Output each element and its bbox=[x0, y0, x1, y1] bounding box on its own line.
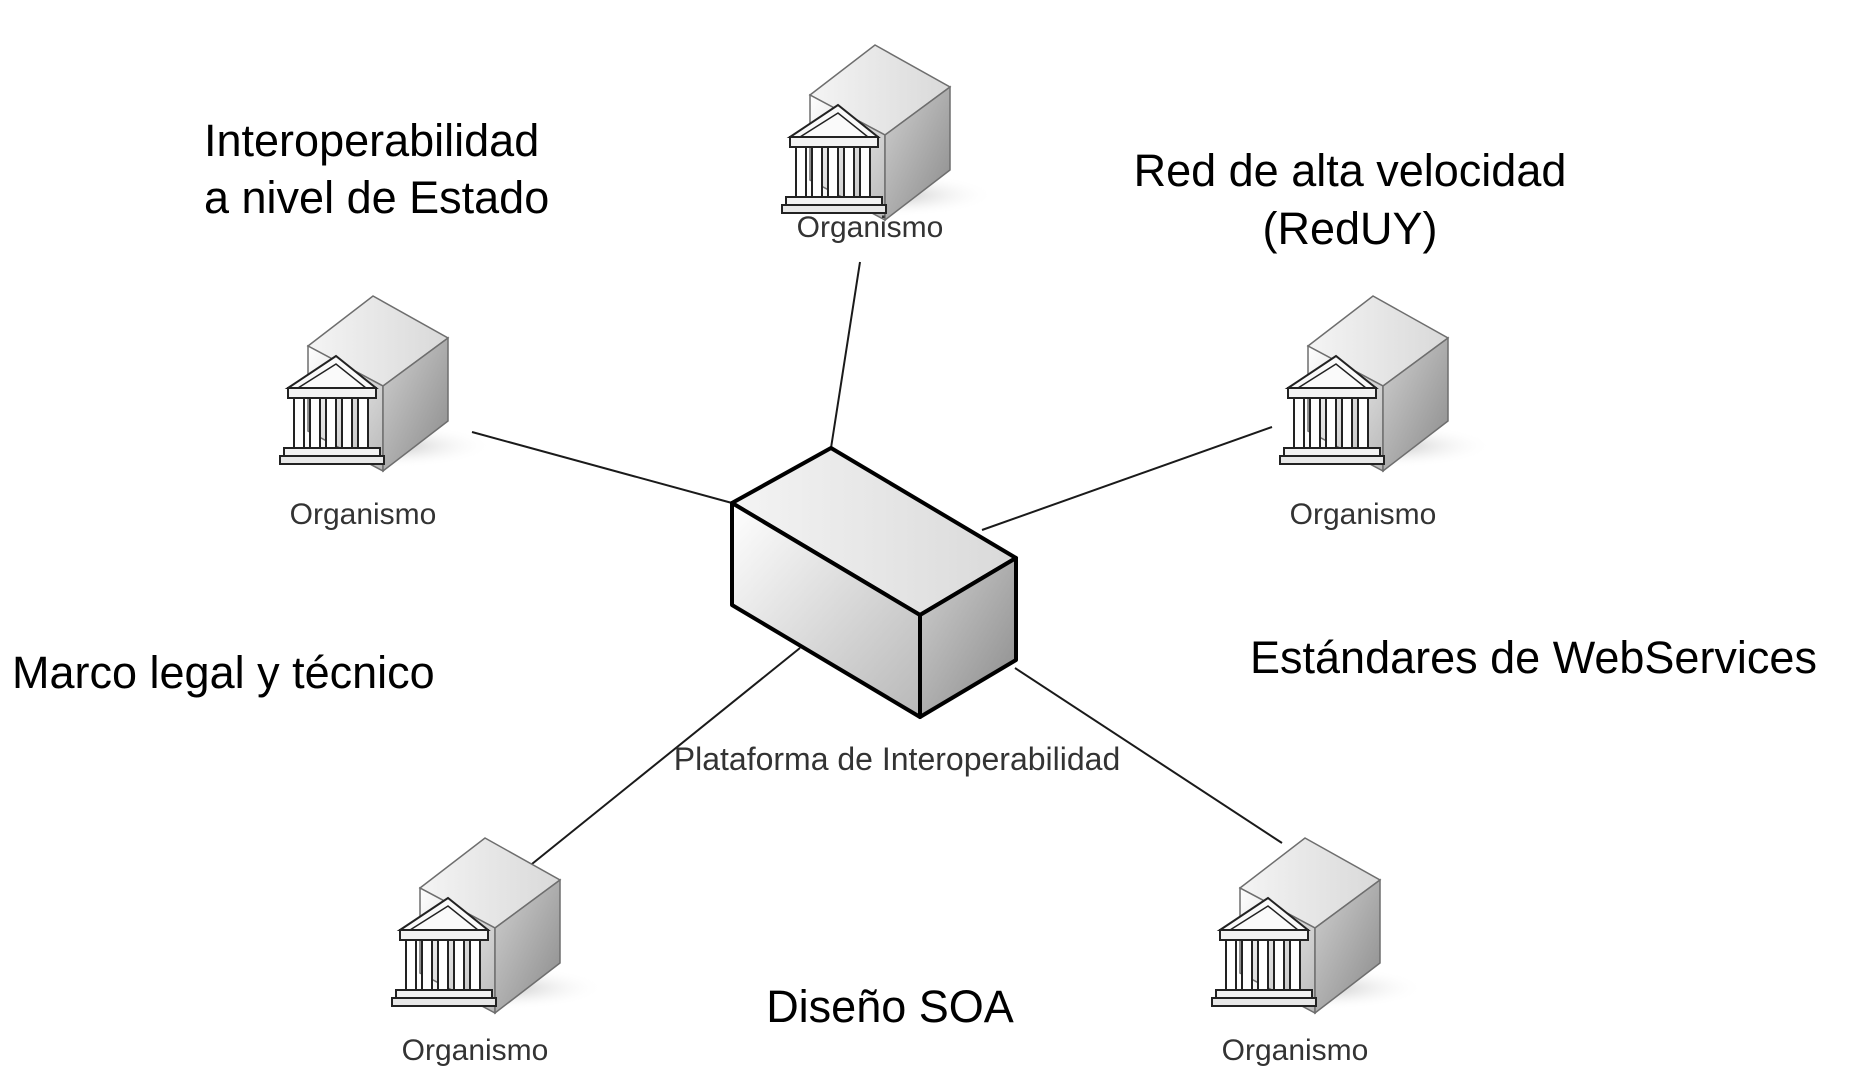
link-bottom-right bbox=[1014, 667, 1283, 844]
concept-soa-design: Diseño SOA bbox=[766, 981, 1014, 1032]
organismo-node-right: Organismo bbox=[1279, 295, 1494, 531]
hub-label: Plataforma de Interoperabilidad bbox=[674, 741, 1121, 777]
organismo-label: Organismo bbox=[1290, 498, 1437, 531]
concept-network-line2: (RedUY) bbox=[1262, 203, 1437, 254]
interoperability-platform-hub: Plataforma de Interoperabilidad bbox=[674, 446, 1121, 777]
organismo-node-bottom-right: Organismo bbox=[1211, 837, 1426, 1066]
organismo-label: Organismo bbox=[290, 498, 437, 531]
concept-legal-framework: Marco legal y técnico bbox=[12, 647, 435, 698]
link-right bbox=[981, 426, 1273, 531]
link-bottom-left bbox=[521, 647, 801, 873]
link-top bbox=[830, 261, 861, 449]
concept-webservices-standards: Estándares de WebServices bbox=[1250, 632, 1817, 683]
organismo-node-bottom-left: Organismo bbox=[391, 837, 606, 1066]
concept-interoperability-line1: Interoperabilidad bbox=[204, 115, 539, 166]
organismo-node-top: Organismo bbox=[781, 44, 996, 244]
organismo-label: Organismo bbox=[1222, 1034, 1369, 1066]
concept-network-line1: Red de alta velocidad bbox=[1134, 145, 1567, 196]
connection-lines bbox=[471, 261, 1283, 873]
link-left bbox=[471, 431, 733, 504]
organismo-node-left: Organismo bbox=[279, 295, 494, 531]
hub-side-face bbox=[918, 556, 1018, 719]
concept-interoperability-line2: a nivel de Estado bbox=[204, 172, 549, 223]
organismo-label: Organismo bbox=[402, 1034, 549, 1066]
organismo-label: Organismo bbox=[797, 211, 944, 244]
